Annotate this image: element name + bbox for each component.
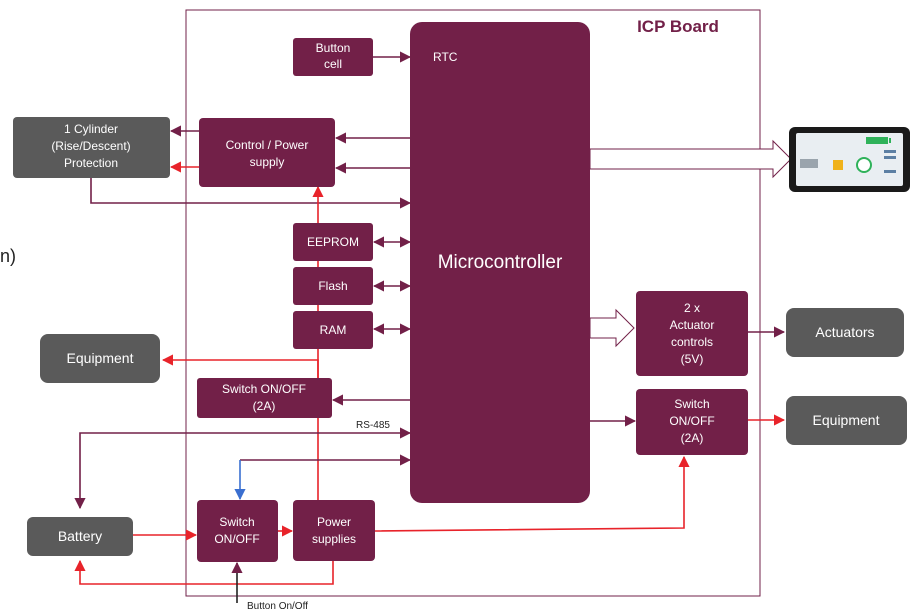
switch-2a-left-block: Switch ON/OFF (2A) bbox=[197, 378, 332, 418]
rtc-label: RTC bbox=[433, 50, 458, 64]
actuator-controls-line-1: 2 x bbox=[684, 301, 700, 315]
button-cell-line-1: Button bbox=[316, 41, 351, 55]
partial-left-text: n) bbox=[0, 246, 16, 266]
cylinder-block: 1 Cylinder (Rise/Descent) Protection bbox=[13, 117, 170, 178]
switch-2a-right-line-3: (2A) bbox=[681, 431, 704, 445]
control-power-line-2: supply bbox=[250, 155, 285, 169]
display-link-arrow bbox=[589, 139, 792, 179]
microcontroller-block: RTC Microcontroller bbox=[410, 22, 590, 503]
ram-label: RAM bbox=[320, 323, 347, 337]
rs485-label: RS-485 bbox=[356, 420, 390, 431]
eeprom-label: EEPROM bbox=[307, 235, 359, 249]
equipment-left-label: Equipment bbox=[67, 350, 134, 366]
actuator-controls-line-4: (5V) bbox=[681, 352, 704, 366]
board-title: ICP Board bbox=[637, 17, 719, 36]
button-cell-block: Button cell bbox=[293, 38, 373, 76]
battery-label: Battery bbox=[58, 528, 102, 544]
switch-2a-right-line-1: Switch bbox=[674, 397, 709, 411]
battery-block: Battery bbox=[27, 517, 133, 556]
cylinder-line-2: (Rise/Descent) bbox=[51, 139, 130, 153]
switch-2a-left-line-2: (2A) bbox=[253, 399, 276, 413]
equipment-left-block: Equipment bbox=[40, 334, 160, 383]
switch-main-block: Switch ON/OFF bbox=[197, 500, 278, 562]
control-power-line-1: Control / Power bbox=[226, 138, 309, 152]
tablet-display-icon bbox=[789, 127, 910, 192]
actuator-controls-block: 2 x Actuator controls (5V) bbox=[636, 291, 748, 376]
switch-2a-right-line-2: ON/OFF bbox=[669, 414, 714, 428]
power-supplies-line-1: Power bbox=[317, 515, 351, 529]
actuators-label: Actuators bbox=[815, 324, 874, 340]
actuator-controls-line-2: Actuator bbox=[670, 318, 715, 332]
switch-main-line-1: Switch bbox=[219, 515, 254, 529]
cylinder-line-1: 1 Cylinder bbox=[64, 122, 118, 136]
actuators-block: Actuators bbox=[786, 308, 904, 357]
control-power-block: Control / Power supply bbox=[199, 118, 335, 187]
button-cell-line-2: cell bbox=[324, 57, 342, 71]
switch-main-line-2: ON/OFF bbox=[214, 532, 259, 546]
actuator-controls-line-3: controls bbox=[671, 335, 713, 349]
actuator-link-arrow bbox=[589, 308, 635, 348]
flash-label: Flash bbox=[318, 279, 347, 293]
icp-board-border bbox=[185, 9, 761, 597]
equipment-right-label: Equipment bbox=[813, 412, 880, 428]
cylinder-line-3: Protection bbox=[64, 156, 118, 170]
flash-block: Flash bbox=[293, 267, 373, 305]
eeprom-block: EEPROM bbox=[293, 223, 373, 261]
equipment-right-block: Equipment bbox=[786, 396, 907, 445]
power-supplies-block: Power supplies bbox=[293, 500, 375, 561]
button-onoff-label: Button On/Off bbox=[247, 601, 308, 611]
power-supplies-line-2: supplies bbox=[312, 532, 356, 546]
microcontroller-label: Microcontroller bbox=[438, 252, 563, 273]
switch-2a-right-block: Switch ON/OFF (2A) bbox=[636, 389, 748, 455]
ram-block: RAM bbox=[293, 311, 373, 349]
switch-2a-left-line-1: Switch ON/OFF bbox=[222, 382, 306, 396]
